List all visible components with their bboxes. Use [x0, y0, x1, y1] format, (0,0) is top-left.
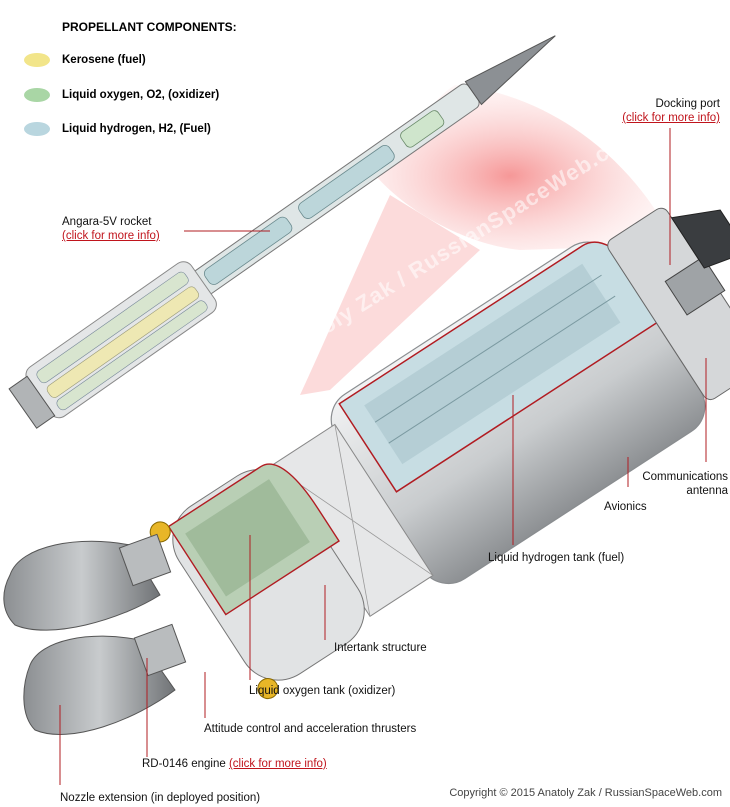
- label-intertank: Intertank structure: [334, 642, 427, 654]
- legend-label: Liquid oxygen, O2, (oxidizer): [62, 89, 220, 101]
- kerosene-swatch: [24, 53, 50, 67]
- lh2-swatch: [24, 122, 50, 136]
- lox-swatch: [24, 88, 50, 102]
- comm-antenna-text-1: Communications: [642, 471, 728, 483]
- upper-stage-drawing: [149, 207, 730, 700]
- copyright: Copyright © 2015 Anatoly Zak / RussianSp…: [449, 787, 722, 799]
- engine-link[interactable]: (click for more info): [228, 758, 327, 770]
- label-thrusters: Attitude control and acceleration thrust…: [204, 723, 417, 735]
- legend-title: PROPELLANT COMPONENTS:: [62, 20, 237, 34]
- comm-antenna-text-2: antenna: [686, 485, 728, 497]
- legend-label: Kerosene (fuel): [62, 54, 146, 66]
- leader-lines: [59, 128, 707, 785]
- label-lox-tank: Liquid oxygen tank (oxidizer): [249, 685, 396, 697]
- label-lh2-tank: Liquid hydrogen tank (fuel): [488, 552, 625, 564]
- legend-item-lox: Liquid oxygen, O2, (oxidizer): [24, 88, 219, 102]
- label-comm-antenna: Communications antenna: [642, 470, 728, 498]
- docking-port-link[interactable]: (click for more info): [622, 112, 720, 124]
- label-nozzle: Nozzle extension (in deployed position): [60, 792, 261, 804]
- legend-item-lh2: Liquid hydrogen, H2, (Fuel): [24, 122, 211, 136]
- engine-text: RD-0146 engine: [142, 758, 226, 770]
- legend-item-kerosene: Kerosene (fuel): [24, 53, 146, 67]
- angara-text: Angara-5V rocket: [62, 216, 152, 228]
- label-docking-port: Docking port (click for more info): [622, 97, 720, 125]
- docking-port-text: Docking port: [655, 98, 720, 110]
- angara-rocket-drawing: [8, 35, 556, 429]
- highlight-cone-lower: [300, 195, 480, 395]
- legend-label: Liquid hydrogen, H2, (Fuel): [62, 123, 211, 135]
- label-angara: Angara-5V rocket (click for more info): [62, 215, 160, 243]
- label-engine: RD-0146 engine (click for more info): [142, 757, 327, 771]
- label-avionics: Avionics: [604, 501, 647, 513]
- angara-link[interactable]: (click for more info): [62, 230, 160, 242]
- engine-nozzles-drawing: [3, 533, 187, 735]
